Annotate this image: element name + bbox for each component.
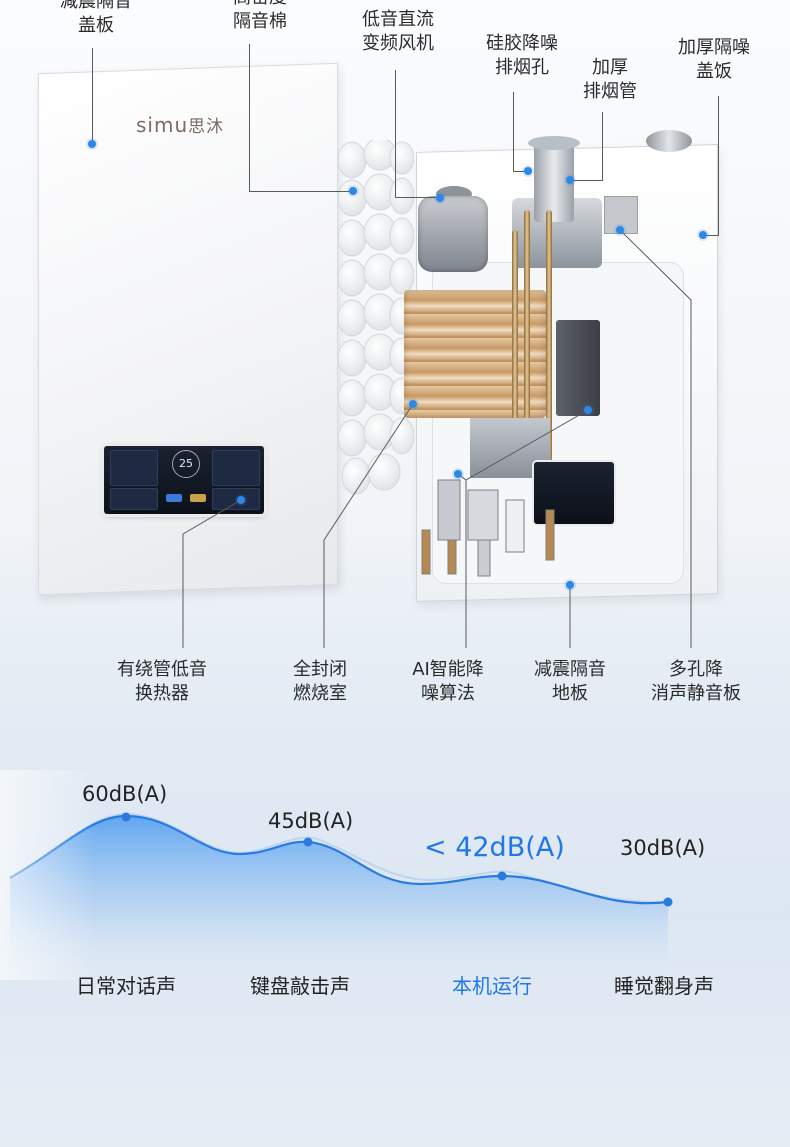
callout-fan: 低音直流 变频风机: [362, 9, 434, 54]
leader-line: [395, 197, 439, 198]
db-value-conversation: 60dB(A): [82, 782, 168, 806]
leader-line: [513, 92, 514, 172]
callout-dot: [237, 496, 245, 504]
brand-logo: simu思沐: [136, 113, 225, 137]
callout-silencer: 多孔降 消声静音板: [651, 659, 741, 704]
callout-dot: [524, 167, 532, 175]
leader-line: [92, 48, 93, 144]
db-value-this-unit: < 42dB(A): [424, 832, 565, 863]
callout-cotton: 高密度 隔音棉: [233, 0, 287, 32]
copper-pipe: [512, 230, 518, 430]
control-box: [556, 320, 600, 416]
leader-line: [395, 70, 396, 198]
leader-line: [718, 96, 719, 236]
label-conversation: 日常对话声: [76, 974, 176, 998]
temperature-display: 25: [172, 450, 200, 478]
callout-dot: [454, 470, 462, 478]
heat-exchanger: [404, 290, 546, 418]
label-sleep: 睡觉翻身声: [614, 974, 714, 998]
top-pipe: [646, 130, 692, 152]
leader-line: [570, 180, 603, 181]
callout-front-cover: 减震隔音 盖板: [60, 0, 132, 36]
flue-cap: [528, 136, 580, 150]
ctl-button-bath: [212, 450, 260, 486]
callout-dot: [699, 231, 707, 239]
callout-dot: [566, 176, 574, 184]
callout-dot: [349, 187, 357, 195]
ctl-button-smart: [110, 488, 158, 510]
callout-base: 减震隔音 地板: [534, 659, 606, 704]
sound-insulation-cotton: [337, 140, 414, 495]
noise-wave: [0, 770, 790, 980]
callout-silicone-vent: 硅胶降噪 排烟孔: [486, 33, 558, 78]
leader-line: [249, 191, 351, 192]
db-value-sleep: 30dB(A): [620, 836, 706, 860]
dc-fan: [418, 196, 488, 272]
callout-dot: [616, 226, 624, 234]
copper-pipe: [546, 210, 552, 560]
valve-assembly: [421, 479, 555, 577]
noise-point: [497, 871, 507, 881]
noise-point: [121, 812, 131, 822]
copper-pipe: [524, 210, 530, 420]
ctl-button-power: [212, 488, 260, 510]
callout-flue: 加厚 排烟管: [583, 57, 637, 102]
leader-line: [602, 112, 603, 180]
leader-line: [249, 44, 250, 192]
leader-line: [513, 171, 527, 172]
ctl-pill-minus: [166, 494, 182, 502]
callout-dot: [409, 400, 417, 408]
leader-line: [703, 235, 719, 236]
db-value-keyboard: 45dB(A): [268, 809, 354, 833]
callout-dot: [88, 140, 96, 148]
ctl-pill-plus: [190, 494, 206, 502]
callout-chamber: 全封闭 燃烧室: [293, 659, 347, 704]
noise-point: [303, 837, 313, 847]
noise-point: [663, 897, 673, 907]
ctl-button-eco: [110, 450, 158, 486]
callout-back-cover: 加厚隔噪 盖饭: [678, 37, 750, 82]
label-keyboard: 键盘敲击声: [250, 974, 350, 998]
callout-algorithm: AI智能降 噪算法: [412, 659, 484, 704]
callout-dot: [566, 581, 574, 589]
label-this-unit: 本机运行: [452, 974, 532, 998]
front-cover-panel: [38, 62, 338, 596]
callout-dot: [584, 406, 592, 414]
callout-dot: [436, 194, 444, 202]
callout-exchanger: 有绕管低音 换热器: [117, 659, 207, 704]
